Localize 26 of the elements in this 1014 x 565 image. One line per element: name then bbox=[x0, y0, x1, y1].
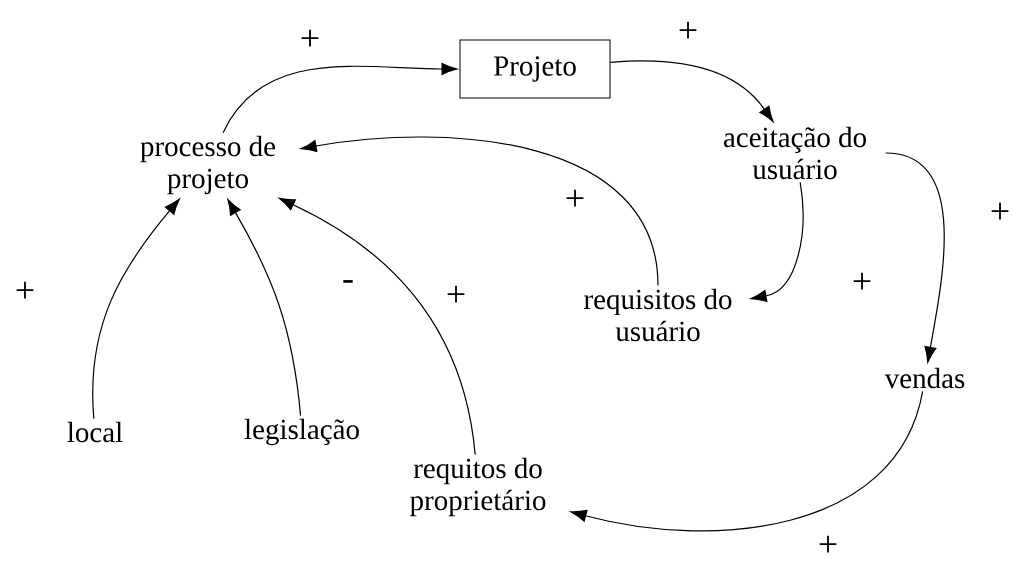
polarity-sign: - bbox=[343, 280, 353, 283]
arrow bbox=[885, 152, 945, 363]
stock-box: Projeto bbox=[459, 39, 611, 99]
polarity-sign: + bbox=[819, 535, 837, 553]
variable-label: requisitos do usuário bbox=[584, 288, 732, 342]
variable-label: aceitação do usuário bbox=[724, 126, 866, 180]
arrow bbox=[279, 197, 476, 456]
variable-label: processo de projeto bbox=[140, 135, 275, 195]
variable-label: vendas bbox=[884, 367, 965, 389]
arrow bbox=[227, 198, 302, 417]
polarity-sign: + bbox=[679, 21, 697, 39]
polarity-sign: + bbox=[301, 29, 319, 47]
polarity-sign: + bbox=[853, 272, 871, 290]
variable-label: legislação bbox=[244, 418, 359, 446]
polarity-sign: + bbox=[566, 189, 584, 207]
arrow bbox=[92, 198, 180, 420]
polarity-sign: + bbox=[991, 202, 1009, 220]
arrow bbox=[609, 60, 774, 123]
variable-label: requitos do proprietário bbox=[410, 457, 546, 517]
arrow bbox=[570, 390, 924, 532]
arrow bbox=[222, 62, 458, 134]
polarity-sign: + bbox=[447, 285, 465, 303]
variable-label: local bbox=[67, 421, 123, 443]
polarity-sign: + bbox=[16, 281, 34, 299]
arrow bbox=[300, 136, 659, 287]
arrow bbox=[750, 181, 804, 302]
